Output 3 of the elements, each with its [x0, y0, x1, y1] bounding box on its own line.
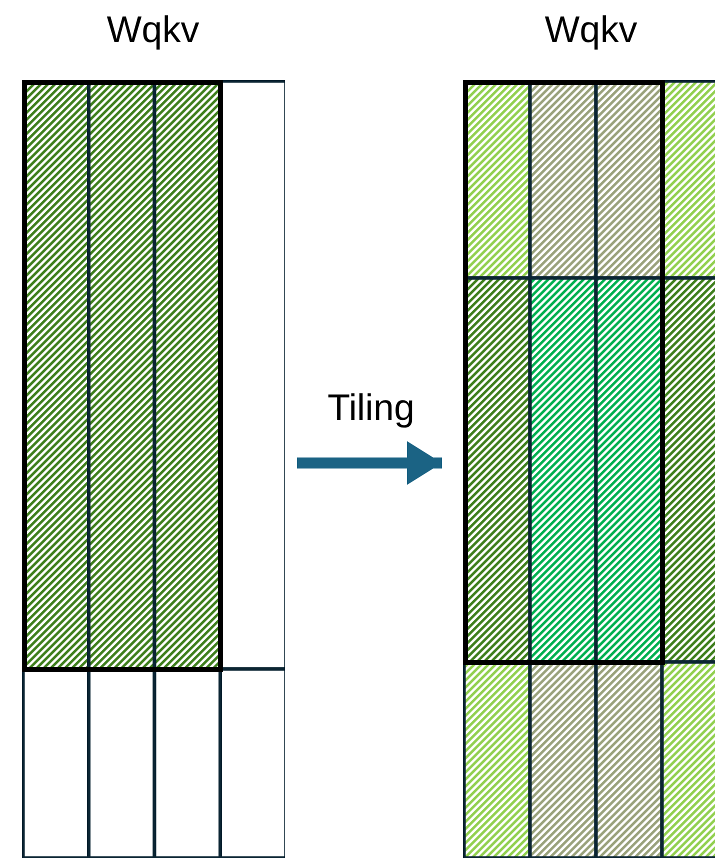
arrow — [297, 441, 442, 485]
matrix-title: Wqkv — [544, 8, 638, 52]
matrix-title: Wqkv — [106, 8, 200, 52]
